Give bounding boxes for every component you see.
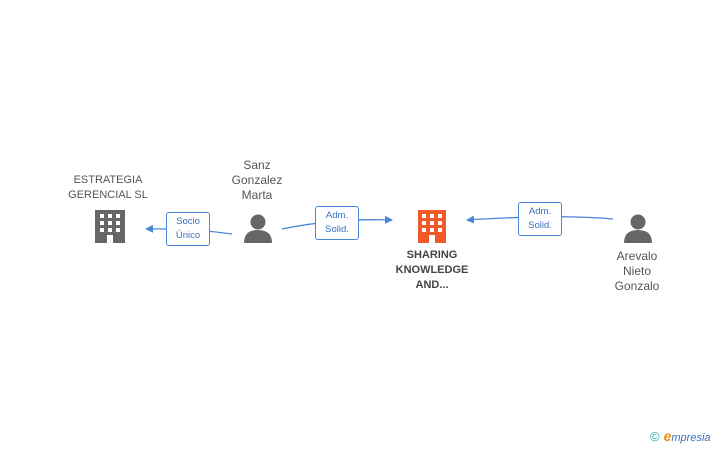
badge-line: Solid. (325, 224, 349, 235)
empresia-logo[interactable]: ©empresia (650, 428, 711, 444)
node-label-sharing[interactable]: SHARING KNOWLEDGE AND... (382, 248, 482, 293)
edge-badge-adm-solid[interactable]: Adm. Solid. (315, 206, 359, 240)
node-label-estrategia[interactable]: ESTRATEGIA GERENCIAL SL (58, 173, 158, 203)
label-line: ESTRATEGIA (73, 174, 143, 186)
badge-line: Adm. (528, 206, 552, 217)
label-line: Gonzalo (614, 279, 660, 293)
badge-line: Adm. (325, 210, 349, 221)
copyright-icon: © (650, 429, 660, 444)
label-line: Sanz (243, 158, 271, 172)
label-line: KNOWLEDGE (395, 264, 469, 276)
brand-rest: mpresia (671, 432, 711, 444)
person-icon (624, 214, 652, 243)
label-line: SHARING (406, 249, 458, 261)
building-icon (418, 210, 446, 243)
badge-line: Solid. (528, 220, 552, 231)
edge-badge-socio-unico[interactable]: Socio Único (166, 212, 210, 246)
label-line: Arevalo (616, 249, 658, 263)
edge-badge-adm-solid[interactable]: Adm. Solid. (518, 202, 562, 236)
node-label-arevalo[interactable]: Arevalo Nieto Gonzalo (602, 249, 672, 294)
label-line: Gonzalez (231, 173, 283, 187)
label-line: GERENCIAL SL (68, 189, 148, 201)
brand-e: e (663, 428, 672, 444)
badge-line: Socio (176, 216, 200, 227)
person-icon (244, 214, 272, 243)
node-label-sanz[interactable]: Sanz Gonzalez Marta (222, 158, 292, 203)
badge-line: Único (175, 230, 201, 241)
label-line: AND... (415, 279, 449, 291)
label-line: Marta (241, 188, 273, 202)
building-icon (95, 210, 125, 243)
label-line: Nieto (622, 264, 651, 278)
